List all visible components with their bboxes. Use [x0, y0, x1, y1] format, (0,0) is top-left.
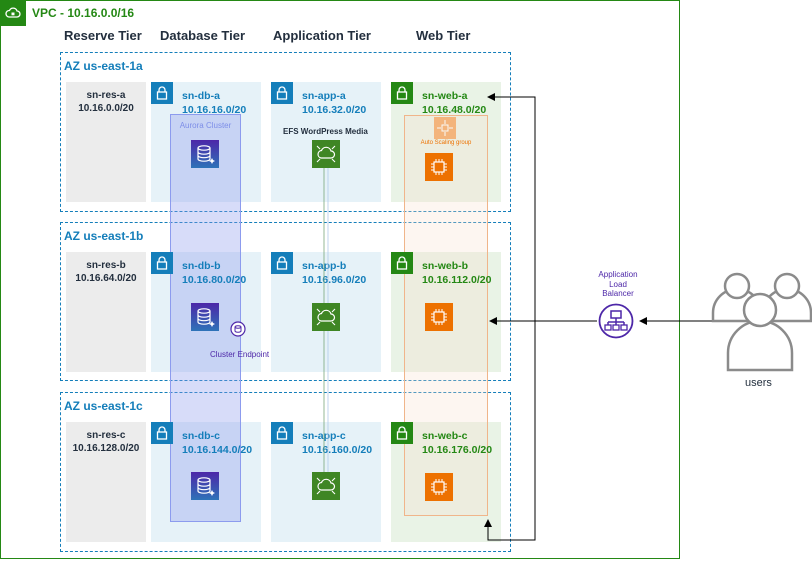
alb-label-line: Balancer — [602, 289, 634, 298]
subnet-name: sn-db-b — [182, 260, 221, 272]
subnet-cidr: 10.16.160.0/20 — [302, 444, 373, 456]
subnet-res-a — [66, 82, 146, 202]
tier-header-web: Web Tier — [416, 28, 471, 43]
subnet-name: sn-app-a — [302, 90, 346, 102]
subnet-db-a-label: sn-db-a 10.16.16.0/20 — [182, 89, 246, 117]
auto-scaling-group-label: Auto Scaling group — [420, 140, 472, 146]
public-subnet-lock-icon — [391, 82, 413, 104]
alb-label-line: Load — [609, 279, 627, 289]
aurora-rds-icon — [191, 140, 219, 168]
vpc-title: VPC - 10.16.0.0/16 — [32, 6, 135, 20]
subnet-cidr: 10.16.0.0/20 — [78, 103, 134, 114]
subnet-cidr: 10.16.80.0/20 — [182, 274, 247, 286]
users-icon — [708, 268, 812, 373]
az-label: AZ us-east-1b — [64, 229, 144, 243]
auto-scaling-icon — [434, 117, 456, 139]
private-subnet-lock-icon — [271, 252, 293, 274]
subnet-res-c-text: sn-res-c 10.16.128.0/20 — [66, 429, 146, 455]
subnet-cidr: 10.16.128.0/20 — [72, 443, 140, 454]
private-subnet-lock-icon — [151, 422, 173, 444]
subnet-cidr: 10.16.96.0/20 — [302, 274, 367, 286]
ec2-instance-icon — [425, 473, 453, 501]
az-us-east-1c — [60, 392, 511, 552]
subnet-name: sn-web-c — [422, 430, 468, 442]
cluster-endpoint-icon — [230, 321, 246, 337]
private-subnet-lock-icon — [151, 82, 173, 104]
subnet-cidr: 10.16.16.0/20 — [182, 104, 247, 116]
az-label: AZ us-east-1a — [64, 59, 143, 73]
public-subnet-lock-icon — [391, 252, 413, 274]
vpc-boundary — [0, 0, 680, 559]
ec2-instance-icon — [425, 303, 453, 331]
private-subnet-lock-icon — [151, 252, 173, 274]
subnet-cidr: 10.16.48.0/20 — [422, 104, 487, 116]
alb-label: Application Load Balancer — [580, 270, 656, 299]
subnet-name: sn-db-a — [182, 90, 220, 102]
subnet-web-c-label: sn-web-c 10.16.176.0/20 — [422, 429, 492, 457]
vpc-cloud-icon — [0, 0, 26, 26]
subnet-cidr: 10.16.144.0/20 — [182, 444, 253, 456]
efs-icon — [312, 303, 340, 331]
alb-icon — [598, 303, 634, 339]
alb-label-line: Application — [598, 270, 638, 279]
subnet-web-a-label: sn-web-a 10.16.48.0/20 — [422, 89, 486, 117]
subnet-web-b-label: sn-web-b 10.16.112.0/20 — [422, 259, 492, 287]
tier-header-reserve: Reserve Tier — [64, 28, 142, 43]
subnet-res-b-text: sn-res-b 10.16.64.0/20 — [66, 259, 146, 285]
subnet-res-b — [66, 252, 146, 372]
private-subnet-lock-icon — [271, 422, 293, 444]
subnet-name: sn-res-c — [86, 430, 126, 441]
subnet-cidr: 10.16.32.0/20 — [302, 104, 367, 116]
subnet-name: sn-web-b — [422, 260, 469, 272]
subnet-db-c-label: sn-db-c 10.16.144.0/20 — [182, 429, 252, 457]
efs-icon — [312, 472, 340, 500]
efs-icon — [312, 140, 340, 168]
users-label: users — [745, 377, 772, 389]
aurora-cluster-label: Aurora Cluster — [179, 121, 232, 130]
ec2-instance-icon — [425, 153, 453, 181]
private-subnet-lock-icon — [271, 82, 293, 104]
subnet-res-a-text: sn-res-a 10.16.0.0/20 — [66, 89, 146, 115]
subnet-cidr: 10.16.112.0/20 — [422, 274, 492, 286]
aurora-rds-icon — [191, 303, 219, 331]
az-us-east-1b — [60, 222, 511, 381]
tier-header-database: Database Tier — [160, 28, 246, 43]
subnet-res-c — [66, 422, 146, 542]
tier-header-application: Application Tier — [273, 28, 371, 43]
az-label: AZ us-east-1c — [64, 399, 143, 413]
subnet-name: sn-db-c — [182, 430, 220, 442]
subnet-name: sn-res-b — [86, 260, 126, 271]
efs-label: EFS WordPress Media — [283, 127, 368, 136]
cluster-endpoint-label: Cluster Endpoint — [210, 350, 270, 359]
az-us-east-1a — [60, 52, 511, 212]
subnet-name: sn-web-a — [422, 90, 468, 102]
subnet-app-a-label: sn-app-a 10.16.32.0/20 — [302, 89, 366, 117]
public-subnet-lock-icon — [391, 422, 413, 444]
subnet-cidr: 10.16.176.0/20 — [422, 444, 493, 456]
subnet-name: sn-res-a — [86, 90, 126, 101]
subnet-db-b-label: sn-db-b 10.16.80.0/20 — [182, 259, 246, 287]
aurora-rds-icon — [191, 472, 219, 500]
subnet-cidr: 10.16.64.0/20 — [75, 273, 137, 284]
